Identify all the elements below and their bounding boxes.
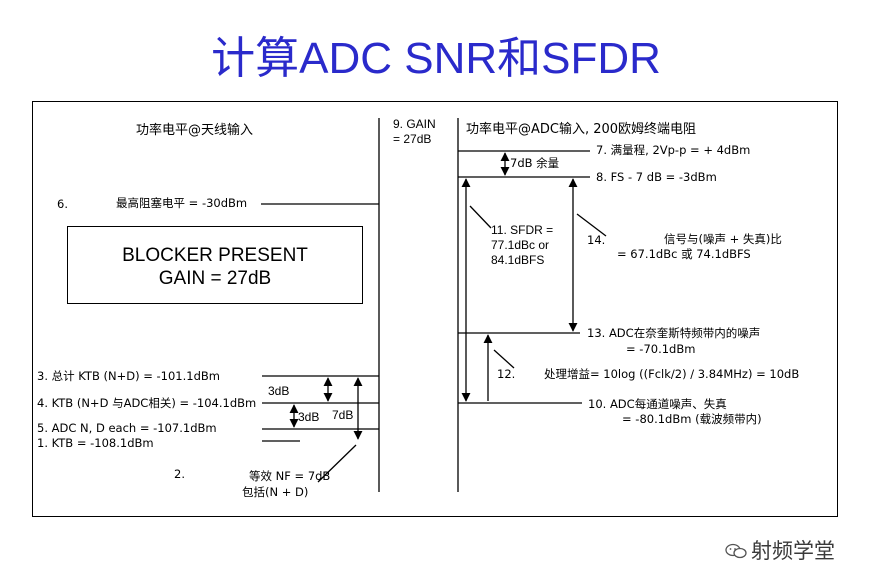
nf-line2: 包括(N + D) xyxy=(242,485,309,499)
gain-header-line1: 9. GAIN xyxy=(393,117,436,131)
item7-label: 7. 满量程, 2Vp-p = + 4dBm xyxy=(596,143,751,157)
item3-label: 3. 总计 KTB (N+D) = -101.1dBm xyxy=(37,369,220,383)
sfdr-line2: 77.1dBc or xyxy=(491,238,550,252)
item2-number: 2. xyxy=(174,467,185,481)
blocker-line1: BLOCKER PRESENT xyxy=(122,245,308,266)
item5-label: 5. ADC N, D each = -107.1dBm xyxy=(37,421,217,435)
watermark: 射频学堂 xyxy=(725,535,835,565)
nf-leader xyxy=(317,444,357,483)
left-header: 功率电平@天线输入 xyxy=(136,123,254,138)
sfdr-leader xyxy=(469,205,492,229)
item13-line1: 13. ADC在奈奎斯特频带内的噪声 xyxy=(587,326,761,340)
item14-line2: = 67.1dBc 或 74.1dBFS xyxy=(617,247,751,261)
item1-label: 1. KTB = -108.1dBm xyxy=(37,436,154,450)
blocker-text: BLOCKER PRESENT GAIN = 27dB xyxy=(67,244,363,290)
item14-number: 14. xyxy=(587,233,606,247)
right-header: 功率电平@ADC输入, 200欧姆终端电阻 xyxy=(466,122,697,137)
nf-line1: 等效 NF = 7dB xyxy=(249,469,331,483)
snr-leader xyxy=(576,213,607,237)
label-7db: 7dB xyxy=(332,408,354,422)
item6-number: 6. xyxy=(57,197,68,211)
page-title: 计算ADC SNR和SFDR xyxy=(211,34,661,83)
watermark-text: 射频学堂 xyxy=(751,539,835,563)
gain-header-line2: = 27dB xyxy=(393,132,432,146)
item10-line1: 10. ADC每通道噪声、失真 xyxy=(588,397,727,411)
item14-line1: 信号与(噪声 + 失真)比 xyxy=(664,232,782,246)
pg-leader xyxy=(493,349,515,369)
item8-label: 8. FS - 7 dB = -3dBm xyxy=(596,170,717,184)
item13-line2: = -70.1dBm xyxy=(626,342,696,356)
margin-label: 7dB 余量 xyxy=(510,156,560,170)
diagram-frame xyxy=(32,101,838,517)
sfdr-line3: 84.1dBFS xyxy=(491,253,545,267)
item12-label: 处理增益= 10log ((Fclk/2) / 3.84MHz) = 10dB xyxy=(544,367,800,381)
blocker-line2: GAIN = 27dB xyxy=(158,268,272,289)
label-3db-lower: 3dB xyxy=(298,410,320,424)
sfdr-line1: 11. SFDR = xyxy=(491,223,554,237)
wechat-icon xyxy=(725,540,747,559)
item12-number: 12. xyxy=(497,367,516,381)
item4-label: 4. KTB (N+D 与ADC相关) = -104.1dBm xyxy=(37,396,257,410)
item6-label: 最高阻塞电平 = -30dBm xyxy=(116,196,248,210)
label-3db-upper: 3dB xyxy=(268,384,290,398)
blocker-box xyxy=(67,226,363,304)
item10-line2: = -80.1dBm (载波频带内) xyxy=(622,412,762,426)
